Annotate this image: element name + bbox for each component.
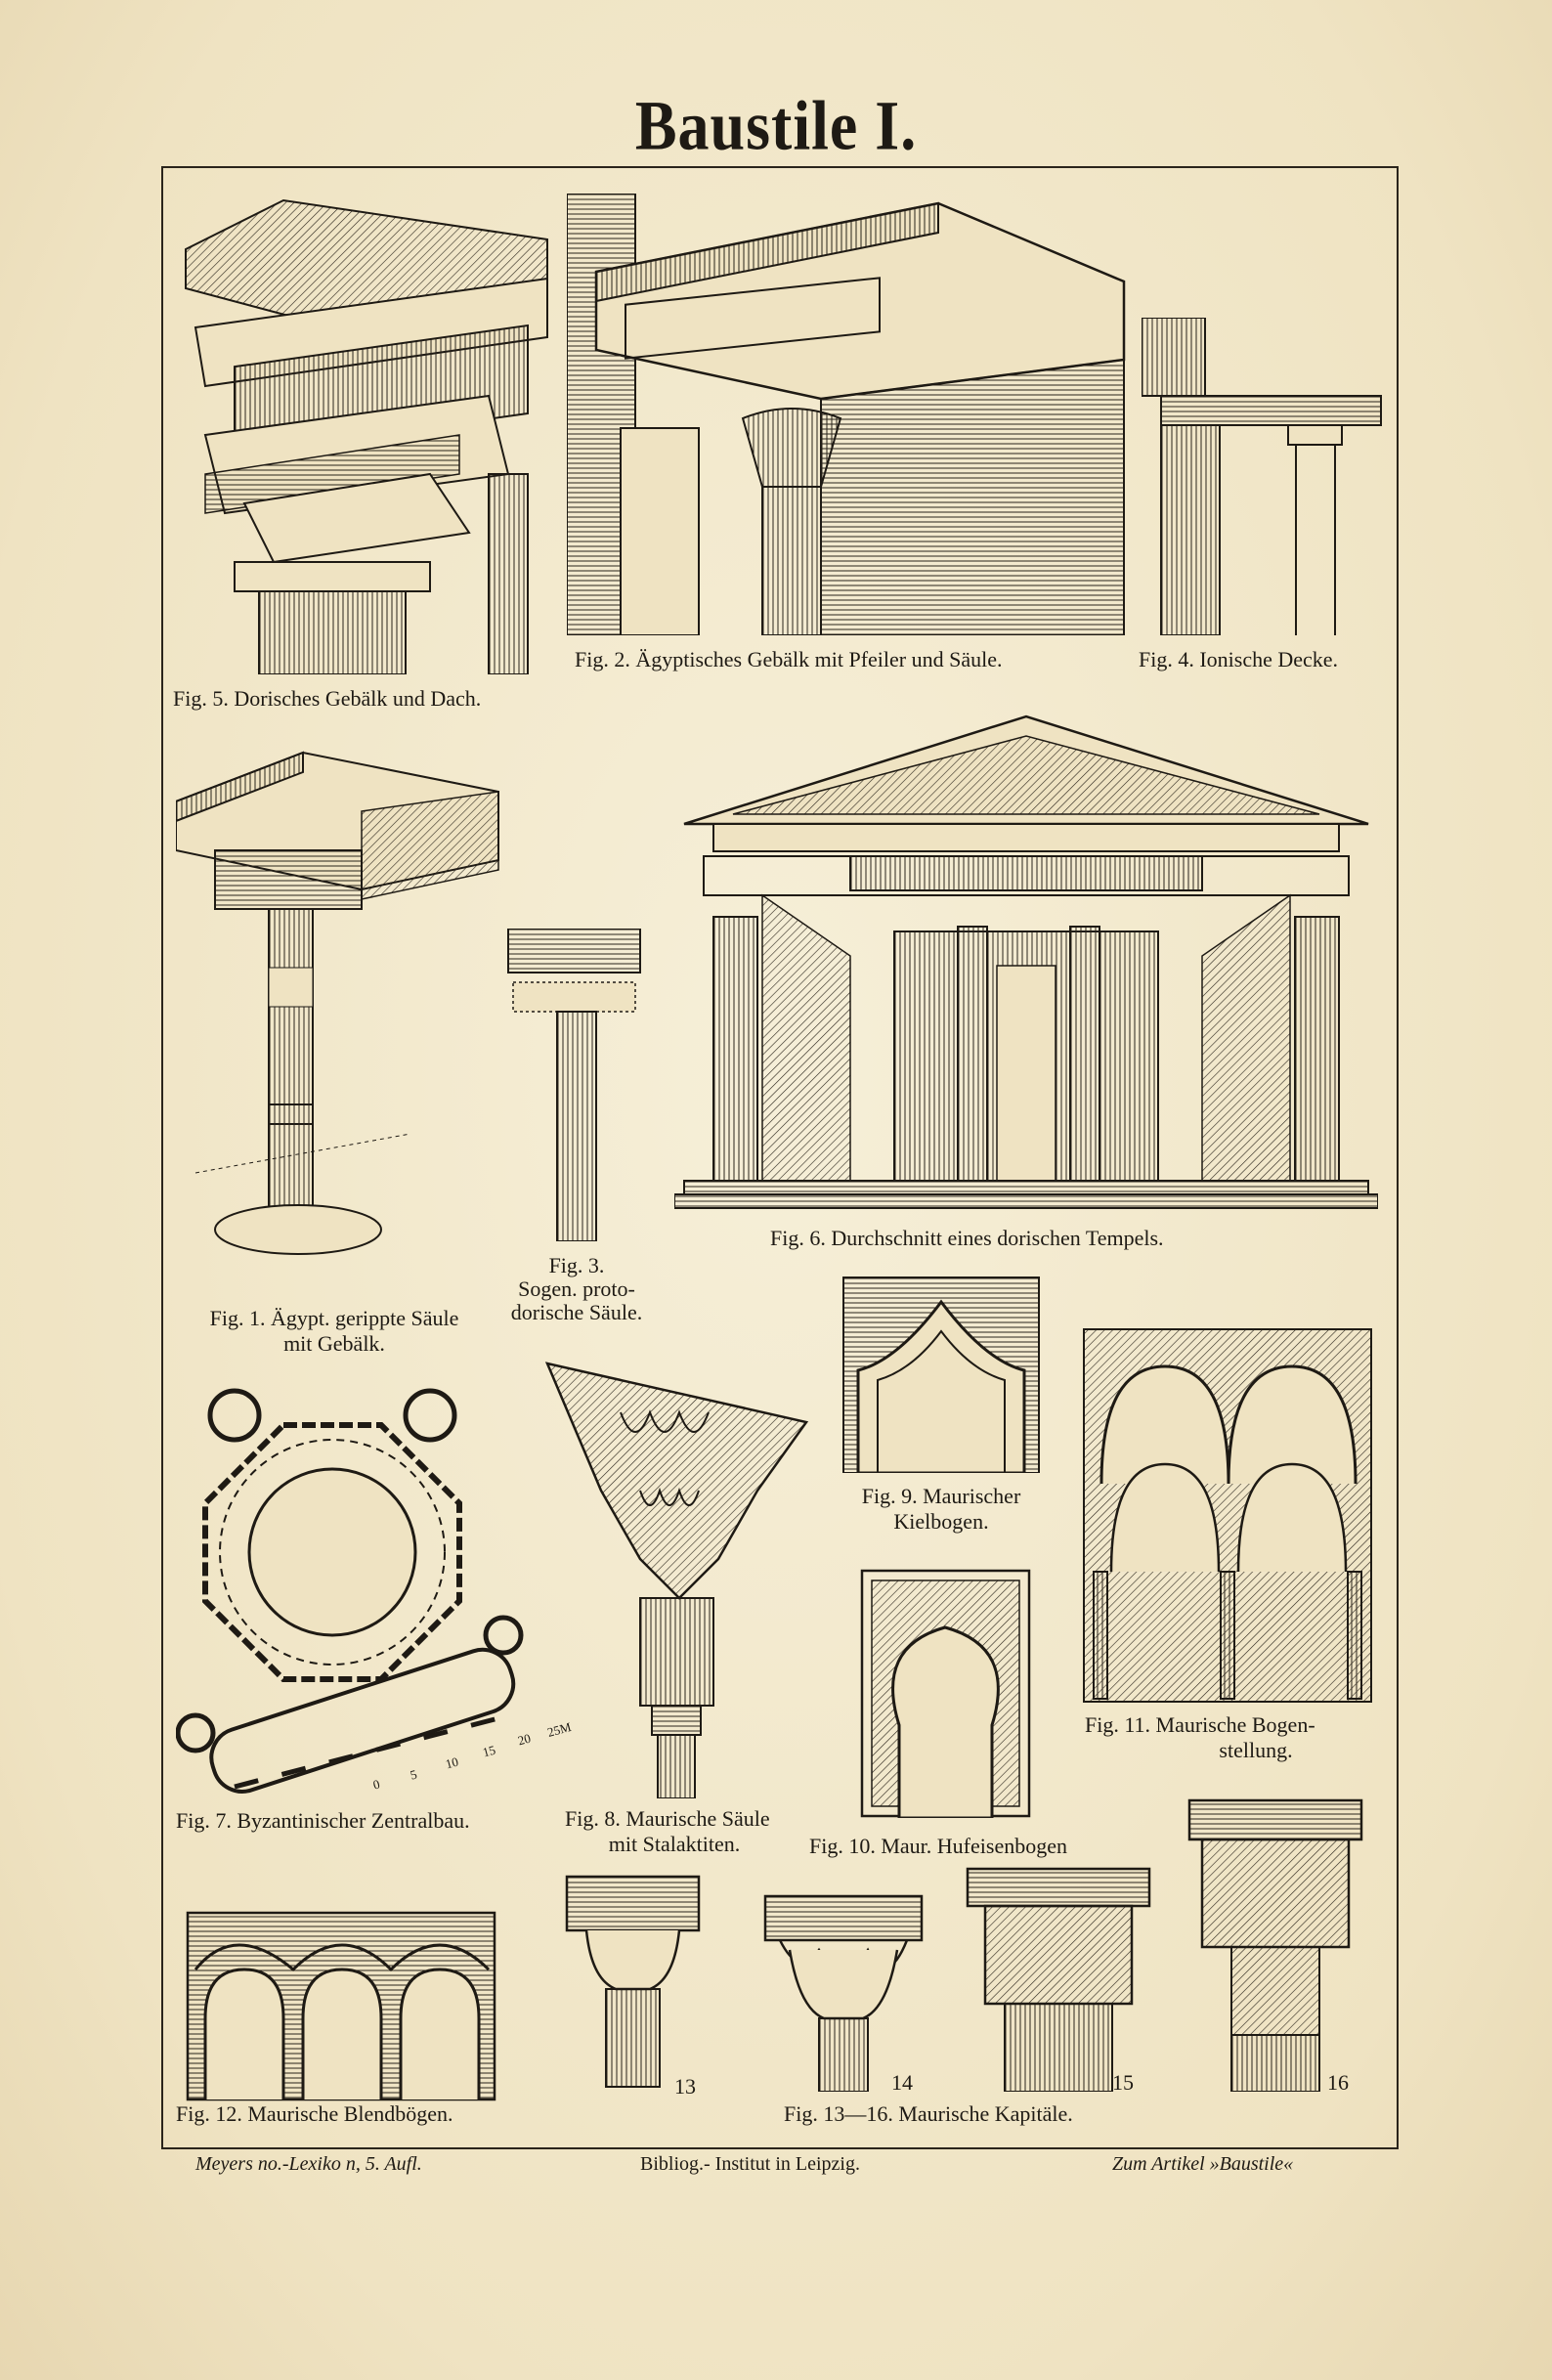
caption-fig2: Fig. 2. Ägyptisches Gebälk mit Pfeiler u… (575, 647, 1003, 671)
capital-number-15: 15 (1112, 2070, 1134, 2095)
caption-fig7: Fig. 7. Byzantinischer Zentralbau. (176, 1808, 470, 1833)
fig2-egyptian-entablature-engraving (567, 194, 1139, 635)
page-title: Baustile I. (634, 86, 918, 165)
fig11-moorish-arcade-engraving (1082, 1327, 1373, 1704)
caption-fig13-16: Fig. 13—16. Maurische Kapitäle. (784, 2101, 1073, 2126)
fig1-egyptian-column-engraving (176, 743, 503, 1271)
fig3-protodoric-column-engraving (503, 929, 645, 1241)
footer-article-reference: Zum Artikel »Baustile« (1112, 2153, 1294, 2175)
caption-fig3-line1: Fig. 3. (548, 1253, 605, 1277)
capital-number-16: 16 (1327, 2070, 1349, 2095)
caption-fig8-line2: mit Stalaktiten. (608, 1832, 741, 1856)
capital-number-14: 14 (891, 2070, 913, 2095)
capital-number-13: 13 (674, 2074, 696, 2099)
caption-fig8-line1: Fig. 8. Maurische Säule (565, 1806, 770, 1831)
fig8-stalactite-column-engraving (542, 1354, 811, 1798)
plate-frame (161, 166, 1399, 2149)
caption-fig1-line2: mit Gebälk. (283, 1331, 385, 1356)
footer-institute: Bibliog.- Institut in Leipzig. (640, 2153, 860, 2175)
caption-fig10: Fig. 10. Maur. Hufeisenbogen (809, 1834, 1067, 1858)
caption-fig3-line3: dorische Säule. (510, 1300, 643, 1324)
fig6-doric-temple-engraving (674, 712, 1378, 1218)
caption-fig9-line1: Fig. 9. Maurischer (861, 1484, 1021, 1508)
fig13-capital-engraving (562, 1872, 704, 2092)
caption-fig9-line2: Kielbogen. (893, 1509, 989, 1534)
caption-fig11-line1: Fig. 11. Maurische Bogen- (1085, 1712, 1315, 1737)
caption-fig5: Fig. 5. Dorisches Gebälk und Dach. (173, 686, 482, 711)
caption-fig11-line2: stellung. (1219, 1738, 1293, 1762)
fig4-ionic-ceiling-engraving (1142, 318, 1386, 635)
fig14-capital-engraving (760, 1891, 927, 2092)
fig12-blind-arches-engraving (186, 1911, 496, 2101)
fig15-capital-engraving (966, 1867, 1151, 2092)
fig9-ogee-arch-engraving (839, 1273, 1044, 1473)
caption-fig12: Fig. 12. Maurische Blendbögen. (176, 2101, 453, 2126)
caption-fig1-line1: Fig. 1. Ägypt. gerippte Säule (209, 1306, 459, 1330)
fig7-byzantine-plan-engraving (176, 1386, 545, 1806)
fig5-doric-entablature-engraving (166, 181, 552, 674)
caption-fig4: Fig. 4. Ionische Decke. (1139, 647, 1339, 671)
footer-publisher-lexicon: Meyers no.-Lexiko n, 5. Aufl. (195, 2153, 422, 2175)
caption-fig3-line2: Sogen. proto- (518, 1277, 635, 1301)
caption-fig6: Fig. 6. Durchschnitt eines dorischen Tem… (770, 1226, 1164, 1250)
fig10-horseshoe-arch-engraving (860, 1569, 1031, 1818)
fig16-capital-engraving (1187, 1798, 1363, 2092)
